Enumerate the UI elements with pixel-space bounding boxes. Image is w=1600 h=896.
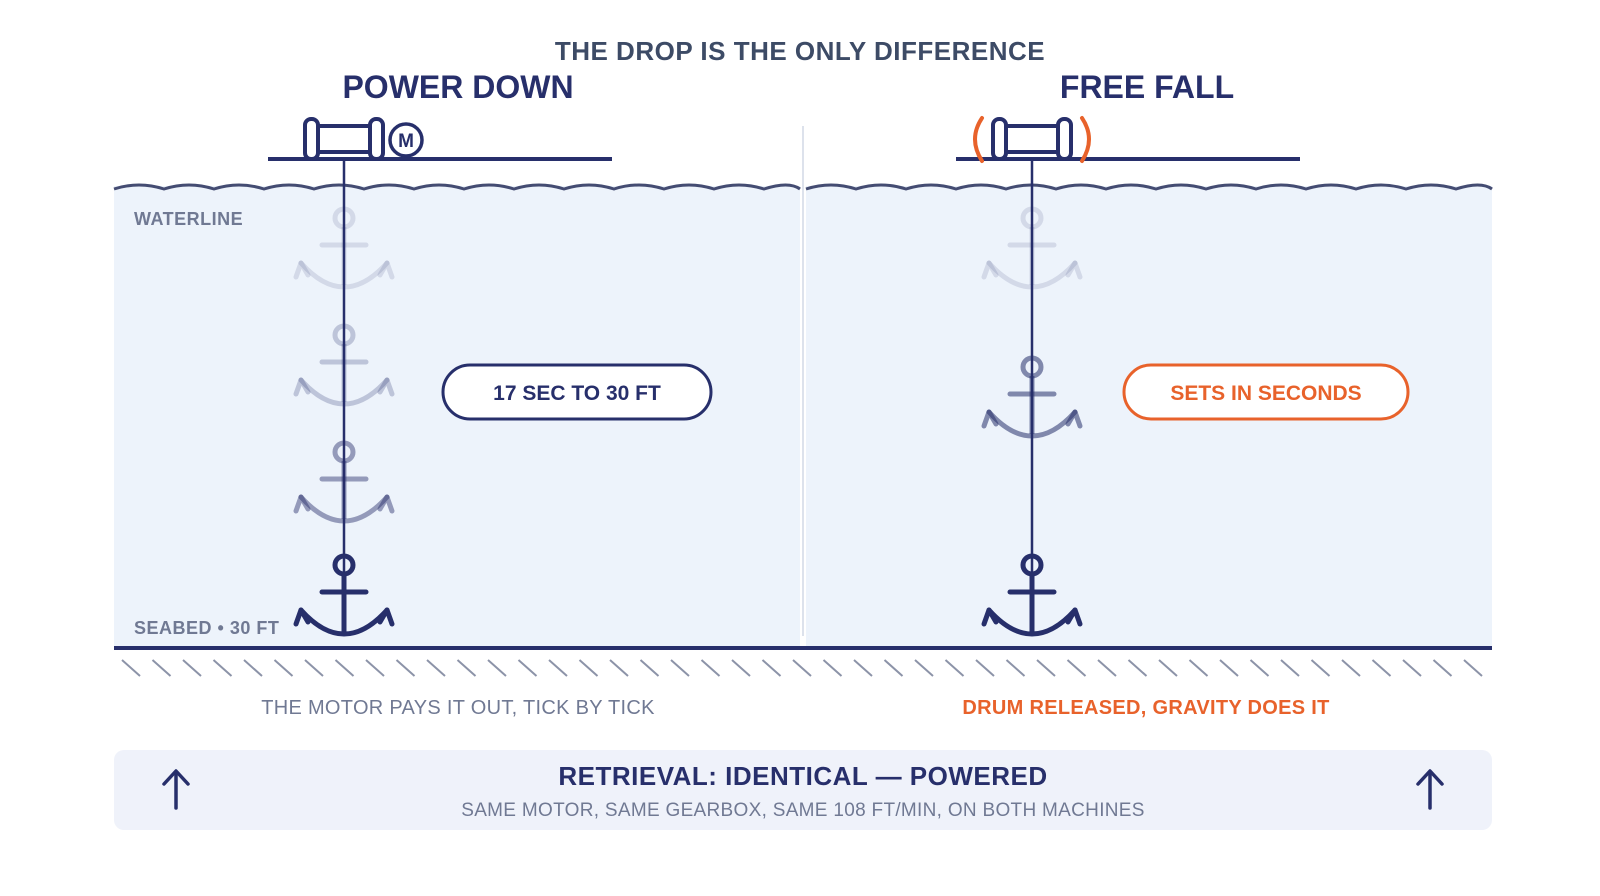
right-winch xyxy=(956,116,1300,163)
left-heading: POWER DOWN xyxy=(342,69,573,105)
retrieval-banner: RETRIEVAL: IDENTICAL — POWERED SAME MOTO… xyxy=(114,750,1492,830)
arrow-up-icon xyxy=(1416,769,1444,810)
left-time-pill: 17 SEC TO 30 FT xyxy=(441,363,713,421)
motor-icon xyxy=(388,122,424,158)
page-title: THE DROP IS THE ONLY DIFFERENCE xyxy=(555,36,1045,66)
release-mark-left-icon xyxy=(973,116,984,163)
right-heading: FREE FALL xyxy=(1060,69,1234,105)
water-surface-right xyxy=(805,183,1493,191)
left-caption: THE MOTOR PAYS IT OUT, TICK BY TICK xyxy=(261,697,655,719)
left-winch: M xyxy=(268,117,612,161)
right-caption: DRUM RELEASED, GRAVITY DOES IT xyxy=(962,697,1329,719)
seabed-label: SEABED • 30 FT xyxy=(134,618,279,638)
right-time-pill: SETS IN SECONDS xyxy=(1122,363,1410,421)
motor-label: M xyxy=(398,131,414,152)
right-pill-text: SETS IN SECONDS xyxy=(1170,382,1361,405)
waterline-label: WATERLINE xyxy=(134,209,243,229)
left-winch-drum xyxy=(303,117,385,161)
banner-title: RETRIEVAL: IDENTICAL — POWERED xyxy=(558,761,1047,791)
arrow-up-icon xyxy=(162,769,190,810)
right-winch-drum xyxy=(991,117,1073,161)
water-surface-left xyxy=(113,183,801,191)
release-mark-right-icon xyxy=(1080,116,1091,163)
banner-subtitle: SAME MOTOR, SAME GEARBOX, SAME 108 FT/MI… xyxy=(461,800,1145,821)
seabed-hatching xyxy=(121,659,1483,677)
left-pill-text: 17 SEC TO 30 FT xyxy=(493,382,661,405)
